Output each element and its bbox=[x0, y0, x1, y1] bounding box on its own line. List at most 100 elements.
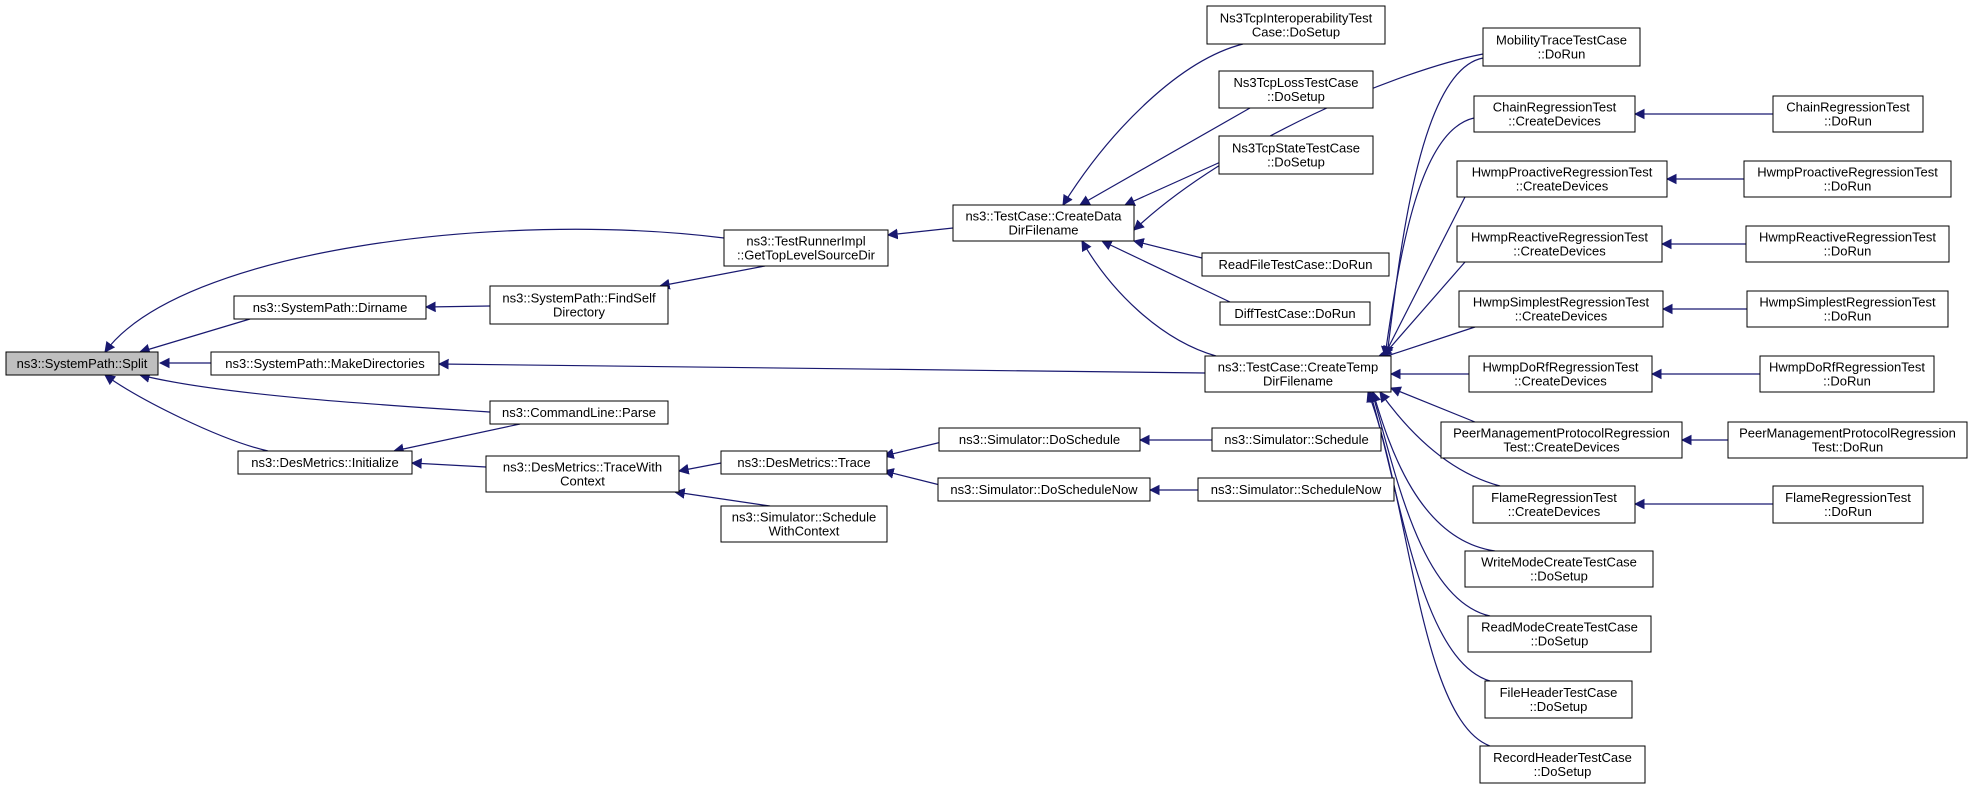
node-peercd[interactable]: PeerManagementProtocolRegressionTest::Cr… bbox=[1440, 421, 1683, 459]
node-makedirs[interactable]: ns3::SystemPath::MakeDirectories bbox=[210, 351, 440, 376]
node-mobility[interactable]: MobilityTraceTestCase::DoRun bbox=[1482, 27, 1641, 67]
node-label: ReadFileTestCase::DoRun bbox=[1219, 257, 1373, 272]
edge-desinit-to-split bbox=[104, 374, 269, 452]
node-split[interactable]: ns3::SystemPath::Split bbox=[5, 351, 159, 376]
node-schednow[interactable]: ns3::Simulator::ScheduleNow bbox=[1197, 477, 1395, 502]
node-label: ns3::SystemPath::FindSelf bbox=[502, 291, 656, 306]
node-hwdorfrun[interactable]: HwmpDoRfRegressionTest::DoRun bbox=[1759, 355, 1935, 393]
node-label: MobilityTraceTestCase bbox=[1496, 33, 1627, 48]
node-label: HwmpSimplestRegressionTest bbox=[1759, 295, 1936, 310]
node-readfile[interactable]: ReadFileTestCase::DoRun bbox=[1201, 252, 1390, 277]
edge-schedwith-to-tracewith bbox=[673, 488, 771, 507]
node-hwproactrun[interactable]: HwmpProactiveRegressionTest::DoRun bbox=[1743, 160, 1952, 198]
node-writemode[interactable]: WriteModeCreateTestCase::DoSetup bbox=[1464, 550, 1654, 588]
edge-createdata-to-gettop bbox=[886, 227, 954, 240]
node-label: ChainRegressionTest bbox=[1493, 100, 1617, 115]
node-doschednow[interactable]: ns3::Simulator::DoScheduleNow bbox=[937, 477, 1151, 502]
node-box bbox=[1468, 355, 1653, 393]
edge-mobility-to-createtemp bbox=[1382, 57, 1484, 358]
node-label: FlameRegressionTest bbox=[1785, 490, 1911, 505]
node-label: HwmpProactiveRegressionTest bbox=[1757, 165, 1938, 180]
node-box bbox=[233, 295, 427, 320]
node-label: ::DoRun bbox=[1824, 309, 1872, 324]
node-label: ::DoRun bbox=[1823, 374, 1871, 389]
node-box bbox=[937, 477, 1151, 502]
node-hwdorfcd[interactable]: HwmpDoRfRegressionTest::CreateDevices bbox=[1468, 355, 1653, 393]
node-desinit[interactable]: ns3::DesMetrics::Initialize bbox=[237, 450, 413, 475]
edge-chaincd-to-createtemp bbox=[1381, 117, 1475, 358]
node-label: Directory bbox=[553, 305, 606, 320]
edge-dirname-to-split bbox=[138, 318, 251, 355]
node-box bbox=[1201, 252, 1390, 277]
edge-createtemp-to-makedirs bbox=[437, 358, 1206, 374]
edge-writemode-to-createtemp bbox=[1370, 390, 1496, 552]
node-readmode[interactable]: ReadModeCreateTestCase::DoSetup bbox=[1467, 615, 1652, 653]
node-box bbox=[1484, 680, 1633, 719]
node-flamecd[interactable]: FlameRegressionTest::CreateDevices bbox=[1472, 485, 1636, 524]
node-label: HwmpDoRfRegressionTest bbox=[1769, 360, 1925, 375]
node-recordheader[interactable]: RecordHeaderTestCase::DoSetup bbox=[1479, 745, 1646, 784]
node-chaincd[interactable]: ChainRegressionTest::CreateDevices bbox=[1473, 95, 1636, 133]
node-label: ::CreateDevices bbox=[1516, 179, 1609, 194]
node-hwsimpcd[interactable]: HwmpSimplestRegressionTest::CreateDevice… bbox=[1458, 290, 1664, 328]
node-label: HwmpReactiveRegressionTest bbox=[1759, 230, 1936, 245]
node-label: DirFilename bbox=[1263, 374, 1333, 389]
node-label: Context bbox=[560, 474, 605, 489]
node-gettop[interactable]: ns3::TestRunnerImpl::GetTopLevelSourceDi… bbox=[723, 229, 889, 267]
node-label: RecordHeaderTestCase bbox=[1493, 750, 1632, 765]
node-label: ::DoSetup bbox=[1534, 764, 1592, 779]
node-label: PeerManagementProtocolRegression bbox=[1453, 426, 1670, 441]
node-statetest[interactable]: Ns3TcpStateTestCase::DoSetup bbox=[1218, 135, 1374, 175]
node-label: ::CreateDevices bbox=[1514, 374, 1607, 389]
edge-createtemp-to-createdata bbox=[1081, 240, 1217, 357]
node-label: ::GetTopLevelSourceDir bbox=[737, 248, 876, 263]
node-label: ::DoSetup bbox=[1267, 155, 1325, 170]
node-label: ::DoSetup bbox=[1530, 569, 1588, 584]
edge-cmdparse-to-split bbox=[138, 372, 491, 413]
node-schedule[interactable]: ns3::Simulator::Schedule bbox=[1211, 427, 1382, 452]
node-box bbox=[1759, 355, 1935, 393]
node-peerrun[interactable]: PeerManagementProtocolRegressionTest::Do… bbox=[1727, 421, 1968, 459]
node-hwreactcd[interactable]: HwmpReactiveRegressionTest::CreateDevice… bbox=[1456, 225, 1663, 263]
edge-difftest-to-createdata bbox=[1101, 240, 1231, 303]
node-label: ::DoSetup bbox=[1531, 634, 1589, 649]
node-losstest[interactable]: Ns3TcpLossTestCase::DoSetup bbox=[1218, 70, 1374, 109]
node-label: FileHeaderTestCase bbox=[1500, 685, 1618, 700]
node-difftest[interactable]: DiffTestCase::DoRun bbox=[1219, 301, 1371, 326]
node-fileheader[interactable]: FileHeaderTestCase::DoSetup bbox=[1484, 680, 1633, 719]
node-box bbox=[720, 505, 888, 543]
node-doschedule[interactable]: ns3::Simulator::DoSchedule bbox=[938, 427, 1141, 452]
node-label: ::CreateDevices bbox=[1508, 114, 1601, 129]
node-label: ns3::TestCase::CreateData bbox=[965, 209, 1122, 224]
node-box bbox=[210, 351, 440, 376]
node-cmdparse[interactable]: ns3::CommandLine::Parse bbox=[489, 400, 669, 425]
node-label: ::CreateDevices bbox=[1508, 504, 1601, 519]
node-flamerun[interactable]: FlameRegressionTest::DoRun bbox=[1772, 485, 1924, 524]
node-label: HwmpDoRfRegressionTest bbox=[1482, 360, 1638, 375]
node-label: Test::DoRun bbox=[1812, 440, 1884, 455]
node-hwproactcd[interactable]: HwmpProactiveRegressionTest::CreateDevic… bbox=[1456, 160, 1668, 198]
node-label: ns3::Simulator::ScheduleNow bbox=[1211, 482, 1382, 497]
node-label: ::DoRun bbox=[1824, 179, 1872, 194]
node-hwsimprun[interactable]: HwmpSimplestRegressionTest::DoRun bbox=[1746, 290, 1949, 328]
node-box bbox=[1458, 290, 1664, 328]
node-box bbox=[1218, 135, 1374, 175]
node-box bbox=[1464, 550, 1654, 588]
edge-destrace-to-tracewith bbox=[677, 462, 722, 475]
node-label: Ns3TcpStateTestCase bbox=[1232, 141, 1360, 156]
edge-gettop-to-split bbox=[104, 228, 725, 353]
edge-readmode-to-createtemp bbox=[1369, 390, 1491, 617]
node-hwreactrun[interactable]: HwmpReactiveRegressionTest::DoRun bbox=[1745, 225, 1950, 263]
node-destrace[interactable]: ns3::DesMetrics::Trace bbox=[720, 450, 888, 475]
node-label: FlameRegressionTest bbox=[1491, 490, 1617, 505]
node-chainrun[interactable]: ChainRegressionTest::DoRun bbox=[1772, 95, 1924, 133]
node-label: ::DoRun bbox=[1538, 47, 1586, 62]
node-dirname[interactable]: ns3::SystemPath::Dirname bbox=[233, 295, 427, 320]
node-box bbox=[1218, 70, 1374, 109]
